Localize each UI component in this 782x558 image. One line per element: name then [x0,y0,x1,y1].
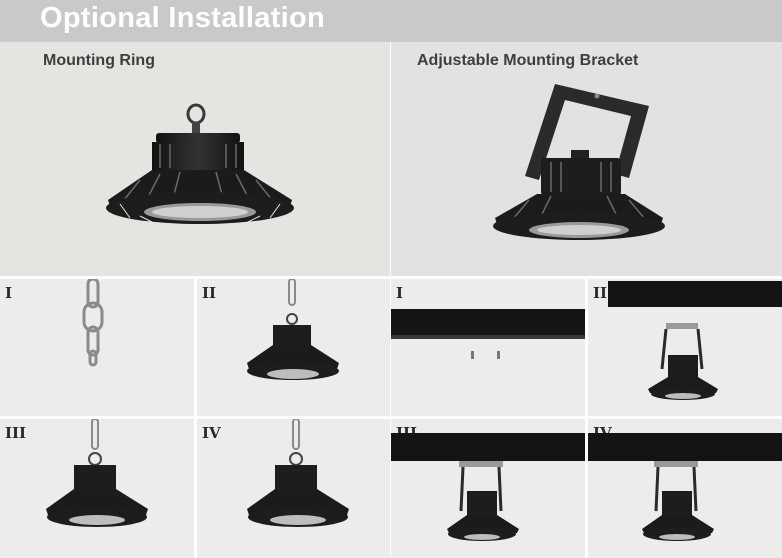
highbay-lamp-bracket-mounted-icon [391,433,585,555]
bracket-step-3-panel: III [391,419,585,558]
step-number: I [5,284,13,302]
ring-step-2-panel: II [197,279,390,416]
header-bar: Optional Installation [0,0,782,42]
bracket-step-2-panel: II [588,279,782,416]
ring-step-4-panel: IV [197,419,390,558]
highbay-lamp-hanging-icon [42,419,152,549]
bracket-step-1-panel: I [391,279,585,416]
step-number: II [202,284,217,302]
mounting-ring-panel: Mounting Ring [0,42,390,276]
step-number: III [5,424,27,442]
bracket-step-4-panel: IV [588,419,782,558]
highbay-lamp-with-ring-icon [100,100,300,240]
ring-step-1-panel: I [0,279,194,416]
highbay-lamp-hanging-icon [243,419,353,549]
ring-step-3-panel: III [0,419,194,558]
highbay-lamp-hanging-icon [243,279,343,399]
step-number: IV [202,424,221,442]
chain-icon [78,279,108,369]
divider [0,276,782,279]
page-title: Optional Installation [40,2,326,34]
adjustable-bracket-heading: Adjustable Mounting Bracket [417,52,639,69]
highbay-lamp-bracket-mounted-icon [588,433,782,555]
divider [0,416,782,419]
adjustable-bracket-panel: Adjustable Mounting Bracket [391,42,782,276]
step-number: I [396,284,404,302]
step-number: II [593,284,608,302]
highbay-lamp-bracket-mounted-icon [588,279,782,409]
highbay-lamp-with-bracket-icon [489,82,669,247]
mounting-ring-heading: Mounting Ring [43,52,155,69]
mounting-rail-icon [391,309,585,359]
